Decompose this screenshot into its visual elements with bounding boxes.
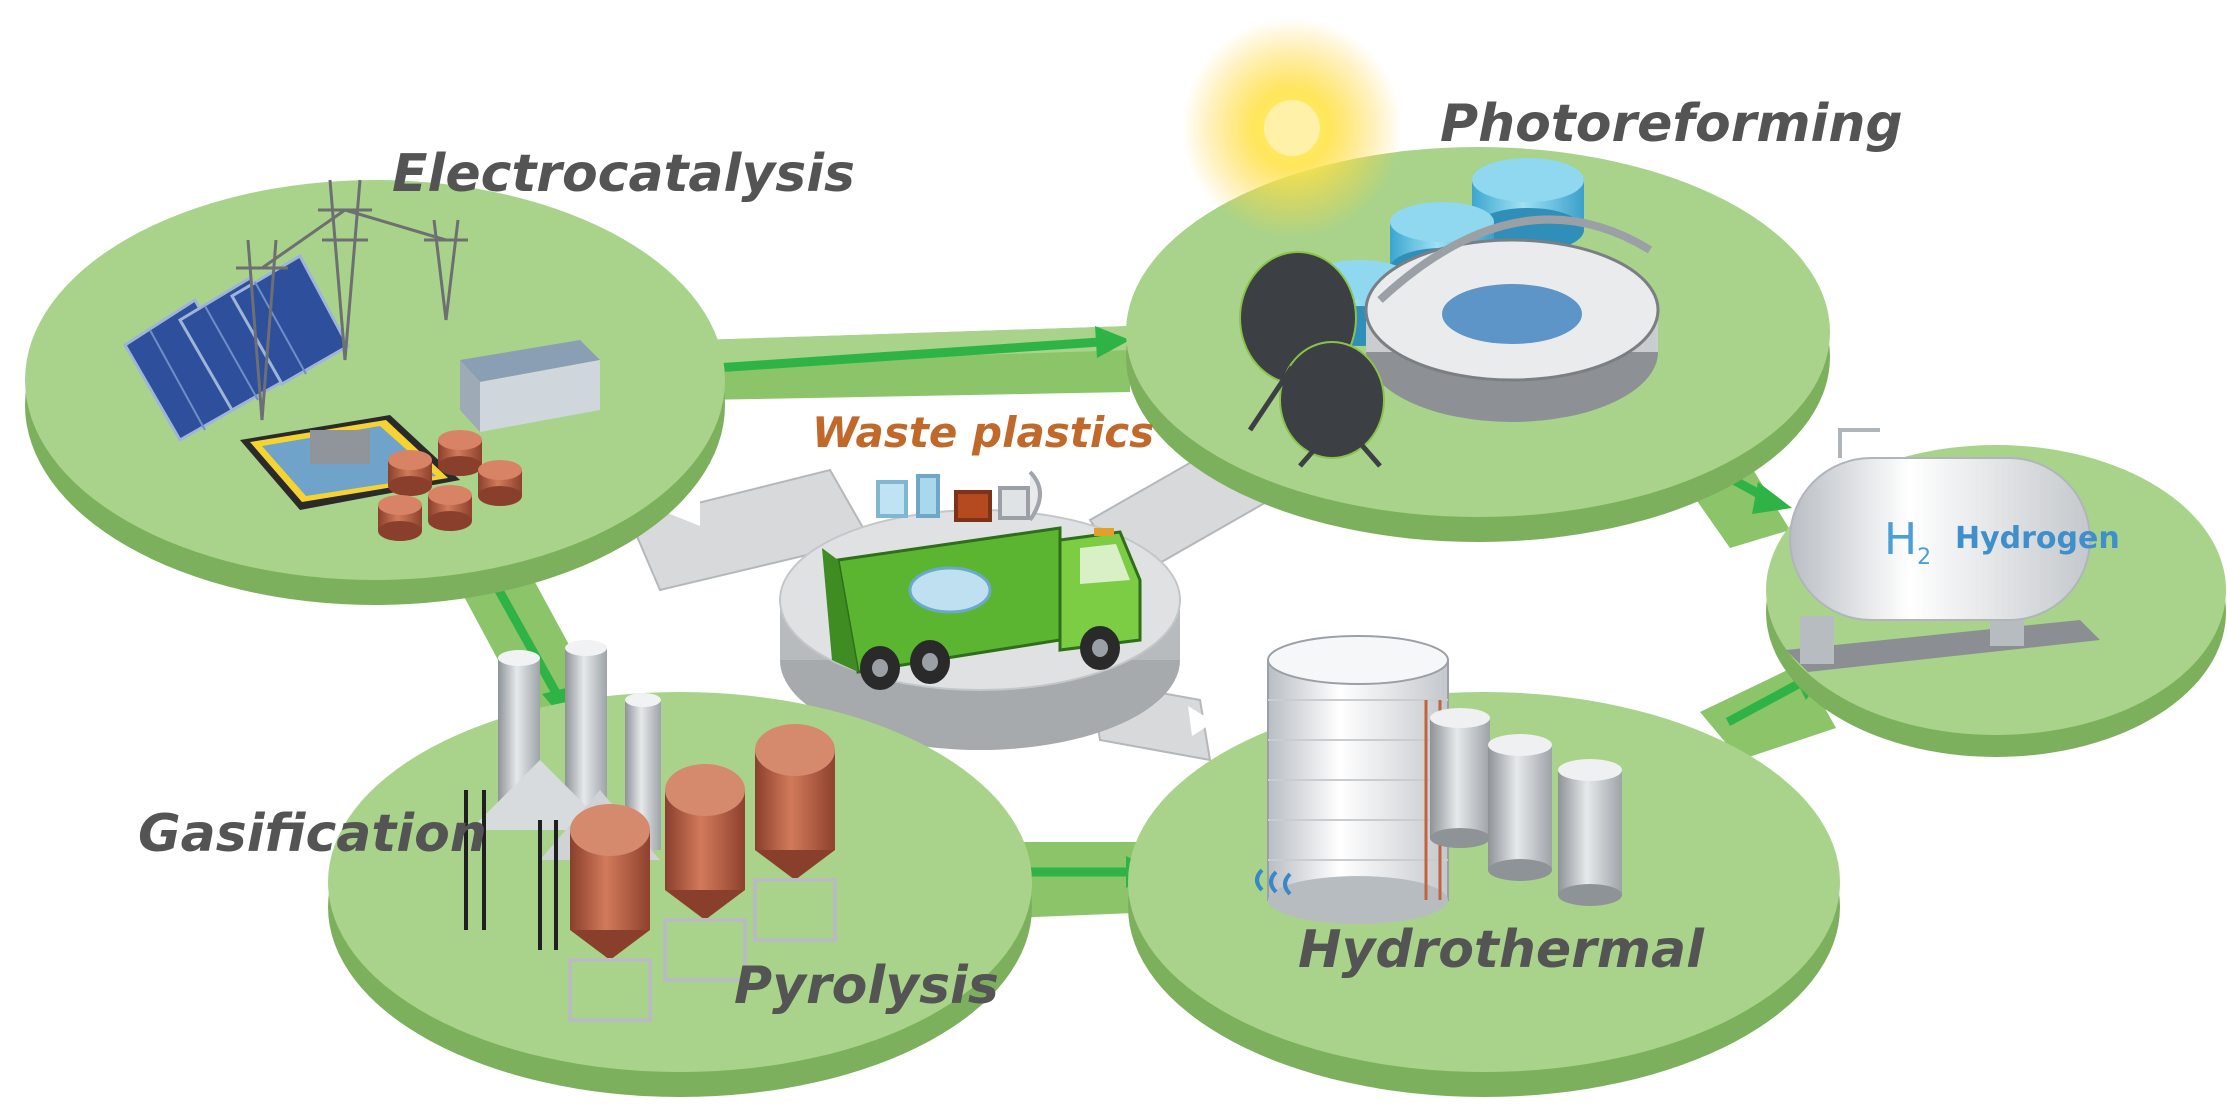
road-arrow-to-hydro [1188,706,1214,736]
satellite-dish-icon [1239,251,1385,468]
h2-subscript: 2 [1917,544,1932,570]
waste-items [876,470,1042,522]
hydrogen-tank-icon [1786,428,2100,672]
pyrolysis-label: Pyrolysis [734,956,999,1016]
garbage-truck-icon [822,470,1142,690]
hydrothermal-tank-icon [1255,635,1449,924]
solar-panel-icon [122,253,351,443]
waste-plastics-label: Waste plastics [812,408,1155,457]
pyrolysis-reactor-icon [568,724,837,1022]
electrolyzer-tank-icon [378,430,522,541]
arrow-electro-to-photo [1095,326,1130,358]
sun-icon [1182,18,1402,238]
arrow-photo-to-h2 [1752,482,1792,514]
h2-symbol-label: H2 [1884,518,1931,569]
connector-electro-photo [700,326,1130,400]
h2-symbol: H [1884,514,1918,565]
silo-icon [1430,708,1622,906]
hydrothermal-label: Hydrothermal [1298,920,1704,980]
photoreactor-pool-icon [1364,215,1660,422]
electrocatalysis-label: Electrocatalysis [392,144,855,204]
power-tower-icon [236,179,468,421]
gasification-label: Gasification [138,804,487,864]
factory-building-icon [460,340,600,432]
hydrogen-label: Hydrogen [1955,521,2120,556]
photoreforming-label: Photoreforming [1440,94,1903,154]
platform-electrocatalysis [25,180,725,605]
road-arrow-to-electro [660,494,700,526]
